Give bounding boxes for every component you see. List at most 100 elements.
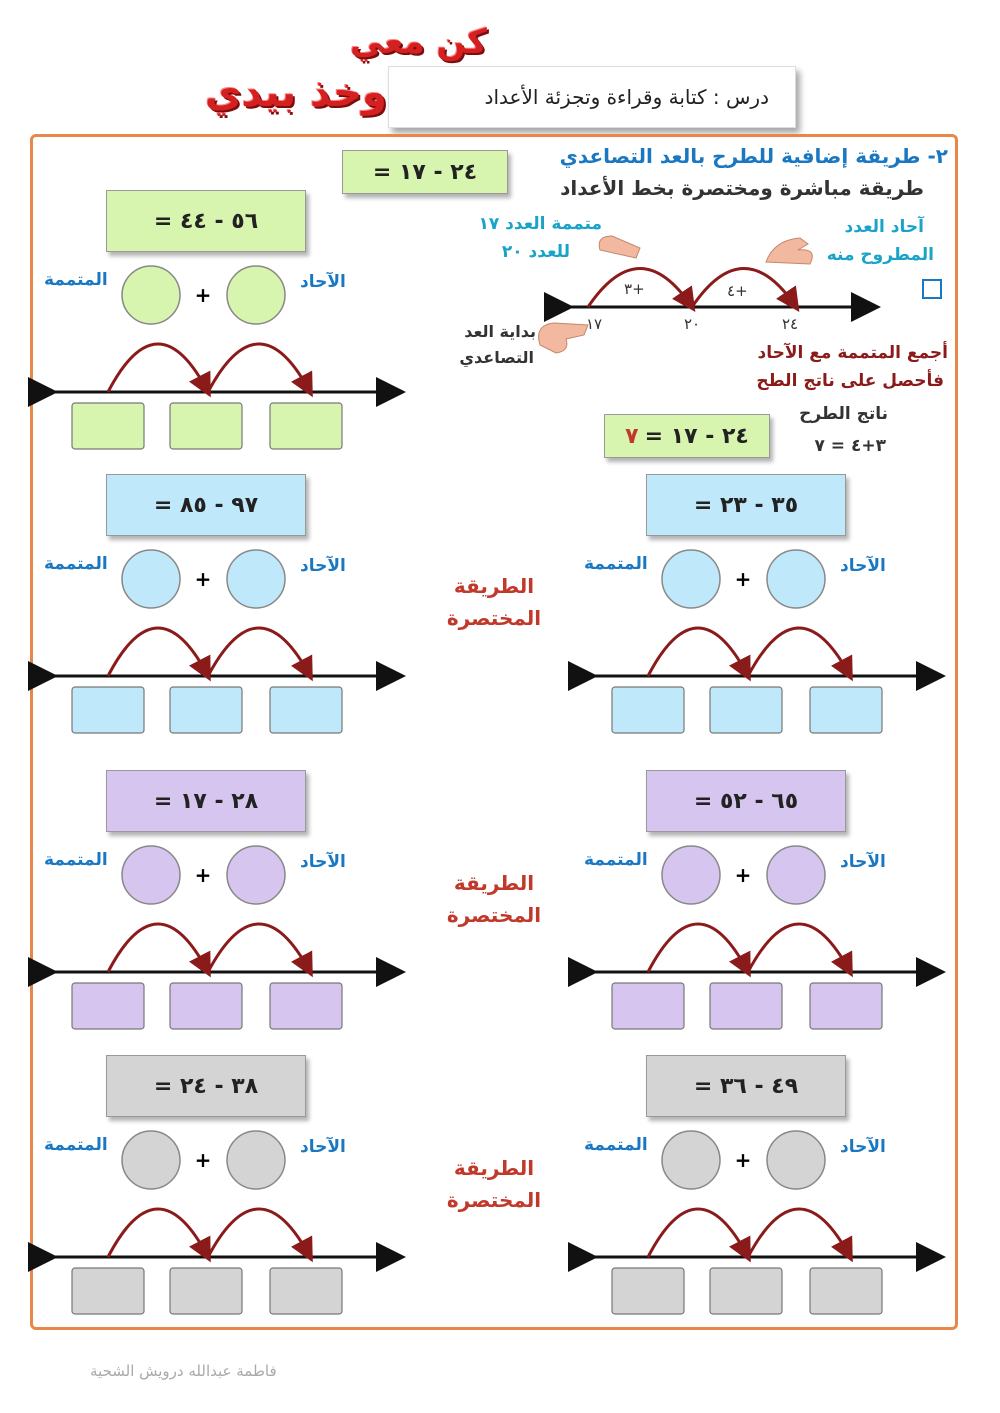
complement-note-line-2: للعدد ٢٠ [501, 242, 570, 262]
middle-number-box[interactable] [169, 1267, 243, 1315]
start-number-box[interactable] [71, 1267, 145, 1315]
jump-right-label: +٤ [727, 282, 748, 300]
result-value: ٧ [625, 423, 639, 449]
result-label: ناتج الطرح [799, 404, 888, 424]
middle-number-box[interactable] [709, 686, 783, 734]
jump-arc-first [106, 626, 211, 682]
sum-note-line-1: أجمع المتممة مع الآحاد [757, 343, 948, 363]
exercise-number-line: + [28, 549, 406, 734]
complement-answer-circle[interactable] [121, 845, 181, 905]
units-answer-circle[interactable] [226, 549, 286, 609]
plus-sign: + [195, 863, 212, 887]
checkbox-icon [922, 279, 942, 299]
exercise-number-line: + [28, 845, 406, 1030]
end-number-box[interactable] [809, 1267, 883, 1315]
exercise-equation-box: ٣٥ - ٢٣ = [646, 474, 846, 536]
jump-arc-second [206, 626, 313, 682]
start-number-box[interactable] [611, 686, 685, 734]
start-number-box[interactable] [71, 686, 145, 734]
middle-number-box[interactable] [169, 982, 243, 1030]
shortcut-label-row-4: الطريقة المختصرة [424, 1152, 564, 1216]
shortcut-label-line-2: المختصرة [446, 1188, 542, 1212]
jump-arc-first [646, 922, 751, 978]
complement-answer-circle[interactable] [661, 1130, 721, 1190]
jump-arc-first [106, 342, 211, 398]
plus-sign: + [195, 283, 212, 307]
content-frame [30, 134, 958, 1330]
units-answer-circle[interactable] [226, 1130, 286, 1190]
logo-line-2: وخذ بيدي [205, 70, 387, 116]
complement-answer-circle[interactable] [121, 549, 181, 609]
start-number-box[interactable] [611, 1267, 685, 1315]
pointing-hand-icon [538, 322, 589, 354]
units-answer-circle[interactable] [766, 1130, 826, 1190]
middle-number-box[interactable] [169, 686, 243, 734]
complement-label: المتممة [584, 850, 648, 870]
units-label: الآحاد [300, 556, 346, 576]
complement-label: المتممة [44, 270, 108, 290]
exercise-number-line: + [568, 845, 946, 1030]
shortcut-label-line-1: الطريقة [453, 1156, 535, 1180]
units-answer-circle[interactable] [226, 845, 286, 905]
tick-label-17: ١٧ [586, 315, 603, 333]
end-number-box[interactable] [809, 686, 883, 734]
exercise-equation-box: ٥٦ - ٤٤ = [106, 190, 306, 252]
units-answer-circle[interactable] [766, 845, 826, 905]
plus-sign: + [735, 567, 752, 591]
complement-label: المتممة [584, 1135, 648, 1155]
end-number-box[interactable] [269, 982, 343, 1030]
units-label: الآحاد [300, 852, 346, 872]
shortcut-label-line-1: الطريقة [453, 574, 535, 598]
result-calculation: ٣+٤ = ٧ [814, 436, 886, 456]
end-number-box[interactable] [269, 402, 343, 450]
end-number-box[interactable] [269, 686, 343, 734]
units-label: الآحاد [300, 272, 346, 292]
jump-arc-second [746, 626, 853, 682]
plus-sign: + [195, 567, 212, 591]
jump-arc-second [746, 1207, 853, 1263]
exercise-equation-box: ٣٨ - ٢٤ = [106, 1055, 306, 1117]
complement-answer-circle[interactable] [121, 1130, 181, 1190]
end-number-box[interactable] [269, 1267, 343, 1315]
units-note-line-2: المطروح منه [826, 245, 934, 265]
exercise-equation-box: ٢٨ - ١٧ = [106, 770, 306, 832]
example-jump-right-arc [690, 267, 800, 312]
start-number-box[interactable] [71, 982, 145, 1030]
method-heading: ٢- طريقة إضافية للطرح بالعد التصاعدي [559, 144, 948, 168]
start-number-box[interactable] [71, 402, 145, 450]
middle-number-box[interactable] [709, 982, 783, 1030]
start-note-line-2: التصاعدي [459, 348, 534, 367]
jump-arc-second [206, 922, 313, 978]
end-number-box[interactable] [809, 982, 883, 1030]
complement-answer-circle[interactable] [661, 845, 721, 905]
exercise-equation-box: ٦٥ - ٥٢ = [646, 770, 846, 832]
tick-label-20: ٢٠ [684, 315, 701, 333]
jump-arc-first [646, 626, 751, 682]
example-jump-left-arc [586, 267, 696, 312]
middle-number-box[interactable] [169, 402, 243, 450]
method-subheading: طريقة مباشرة ومختصرة بخط الأعداد [560, 176, 924, 200]
lesson-title: درس : كتابة وقراءة وتجزئة الأعداد [388, 66, 796, 128]
exercise-equation-box: ٩٧ - ٨٥ = [106, 474, 306, 536]
jump-arc-second [746, 922, 853, 978]
complement-label: المتممة [44, 554, 108, 574]
author-credit: فاطمة عبدالله درويش الشحية [90, 1362, 277, 1380]
jump-arc-first [106, 1207, 211, 1263]
logo-line-1: كن معي [350, 22, 487, 62]
start-number-box[interactable] [611, 982, 685, 1030]
jump-arc-first [646, 1207, 751, 1263]
complement-note-line-1: متممة العدد ١٧ [478, 214, 602, 234]
exercise-number-line: + [568, 549, 946, 734]
complement-answer-circle[interactable] [661, 549, 721, 609]
middle-number-box[interactable] [709, 1267, 783, 1315]
complement-label: المتممة [584, 554, 648, 574]
shortcut-label-line-2: المختصرة [446, 606, 542, 630]
pointing-hand-icon [765, 237, 813, 265]
units-answer-circle[interactable] [226, 265, 286, 325]
result-equation-box: ٢٤ - ١٧ = ٧ [604, 414, 770, 458]
shortcut-label-row-3: الطريقة المختصرة [424, 867, 564, 931]
example-equation-box: ٢٤ - ١٧ = [342, 150, 508, 194]
complement-answer-circle[interactable] [121, 265, 181, 325]
units-answer-circle[interactable] [766, 549, 826, 609]
